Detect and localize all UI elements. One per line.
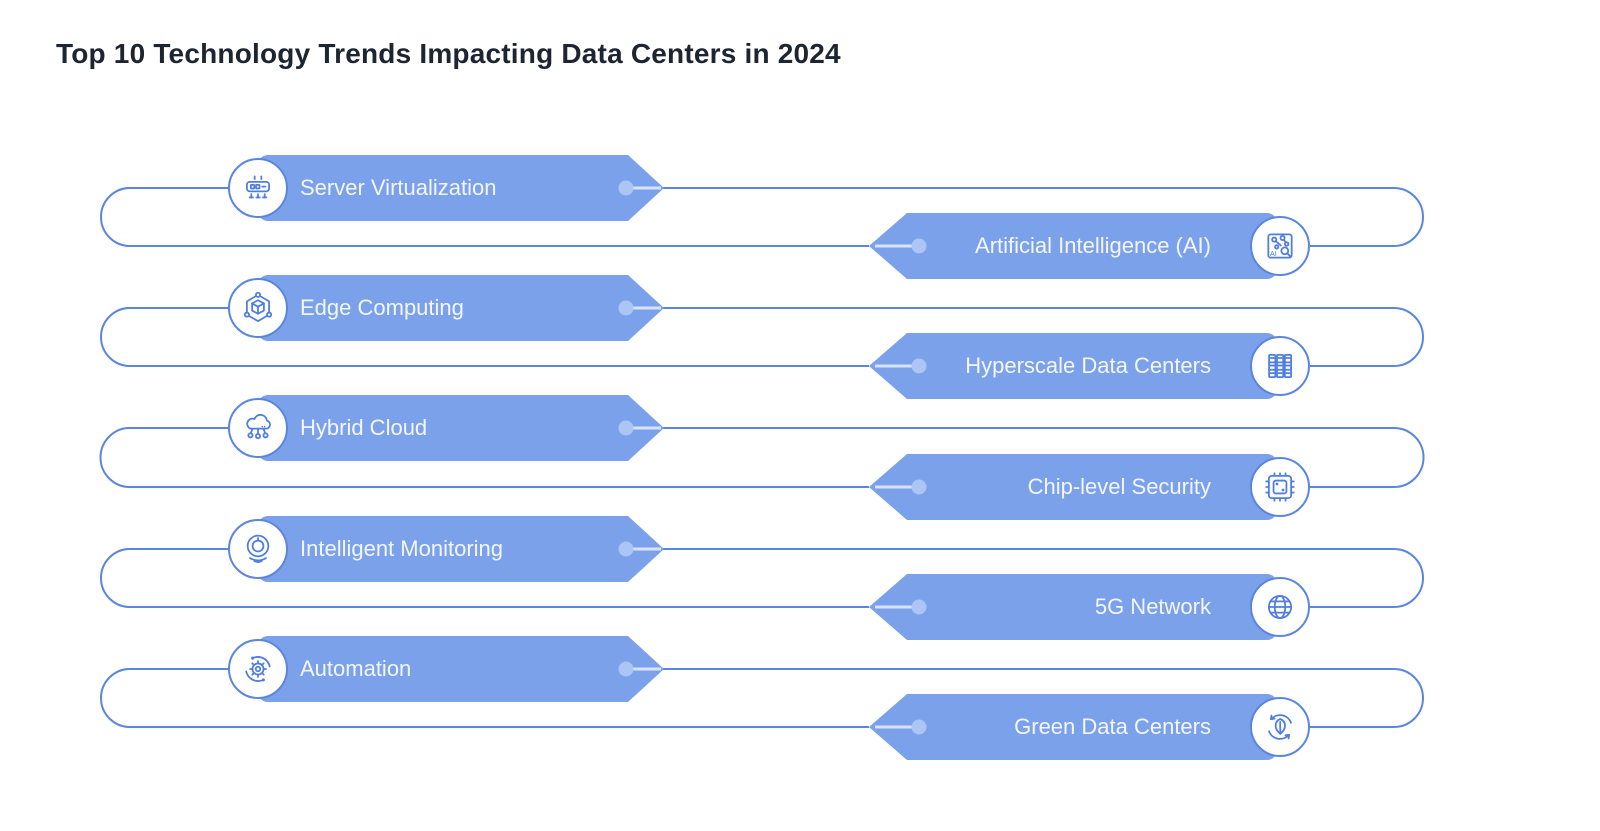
hybrid-cloud-glyph [246, 413, 271, 440]
automation-icon [228, 639, 288, 699]
green-data-centers-icon [1250, 697, 1310, 757]
trend-banner-hyperscale-data-centers: Hyperscale Data Centers [869, 333, 1277, 399]
trend-label: Green Data Centers [1014, 714, 1211, 739]
server-virtualization-icon [228, 158, 288, 218]
trend-label: Edge Computing [300, 295, 464, 320]
server-virtualization-glyph [246, 175, 270, 199]
5g-network-glyph [1268, 595, 1292, 619]
artificial-intelligence-glyph: AI [1267, 233, 1293, 259]
trend-label: Server Virtualization [300, 175, 497, 200]
hyperscale-data-centers-glyph [1268, 354, 1292, 378]
page-title: Top 10 Technology Trends Impacting Data … [56, 38, 841, 69]
trend-banner-intelligent-monitoring: Intelligent Monitoring [258, 516, 664, 582]
edge-computing-icon [228, 278, 288, 338]
trend-label: Hyperscale Data Centers [965, 353, 1211, 378]
trend-banner-edge-computing: Edge Computing [258, 275, 664, 341]
trend-label: Chip-level Security [1027, 474, 1211, 499]
trend-banner-artificial-intelligence: Artificial Intelligence (AI) [869, 213, 1277, 279]
ai-icon-text: AI [1270, 250, 1277, 258]
edge-computing-glyph [243, 291, 273, 322]
trend-label: Intelligent Monitoring [300, 536, 504, 561]
chip-level-security-icon [1250, 457, 1310, 517]
trend-banner-hybrid-cloud: Hybrid Cloud [258, 395, 664, 461]
green-data-centers-glyph [1268, 714, 1292, 740]
artificial-intelligence-icon: AI [1250, 216, 1310, 276]
trend-banner-server-virtualization: Server Virtualization [258, 155, 664, 221]
intelligent-monitoring-icon [228, 519, 288, 579]
chip-level-security-glyph [1265, 472, 1295, 502]
trend-banner-green-data-centers: Green Data Centers [869, 694, 1277, 760]
trend-label: Artificial Intelligence (AI) [975, 233, 1211, 258]
5g-network-icon [1250, 577, 1310, 637]
trend-banner-chip-level-security: Chip-level Security [869, 454, 1277, 520]
trend-banner-automation: Automation [258, 636, 664, 702]
automation-glyph [245, 656, 271, 682]
hyperscale-data-centers-icon [1250, 336, 1310, 396]
intelligent-monitoring-glyph [246, 534, 270, 563]
hybrid-cloud-icon [228, 398, 288, 458]
trend-banner-5g-network: 5G Network [869, 574, 1277, 640]
